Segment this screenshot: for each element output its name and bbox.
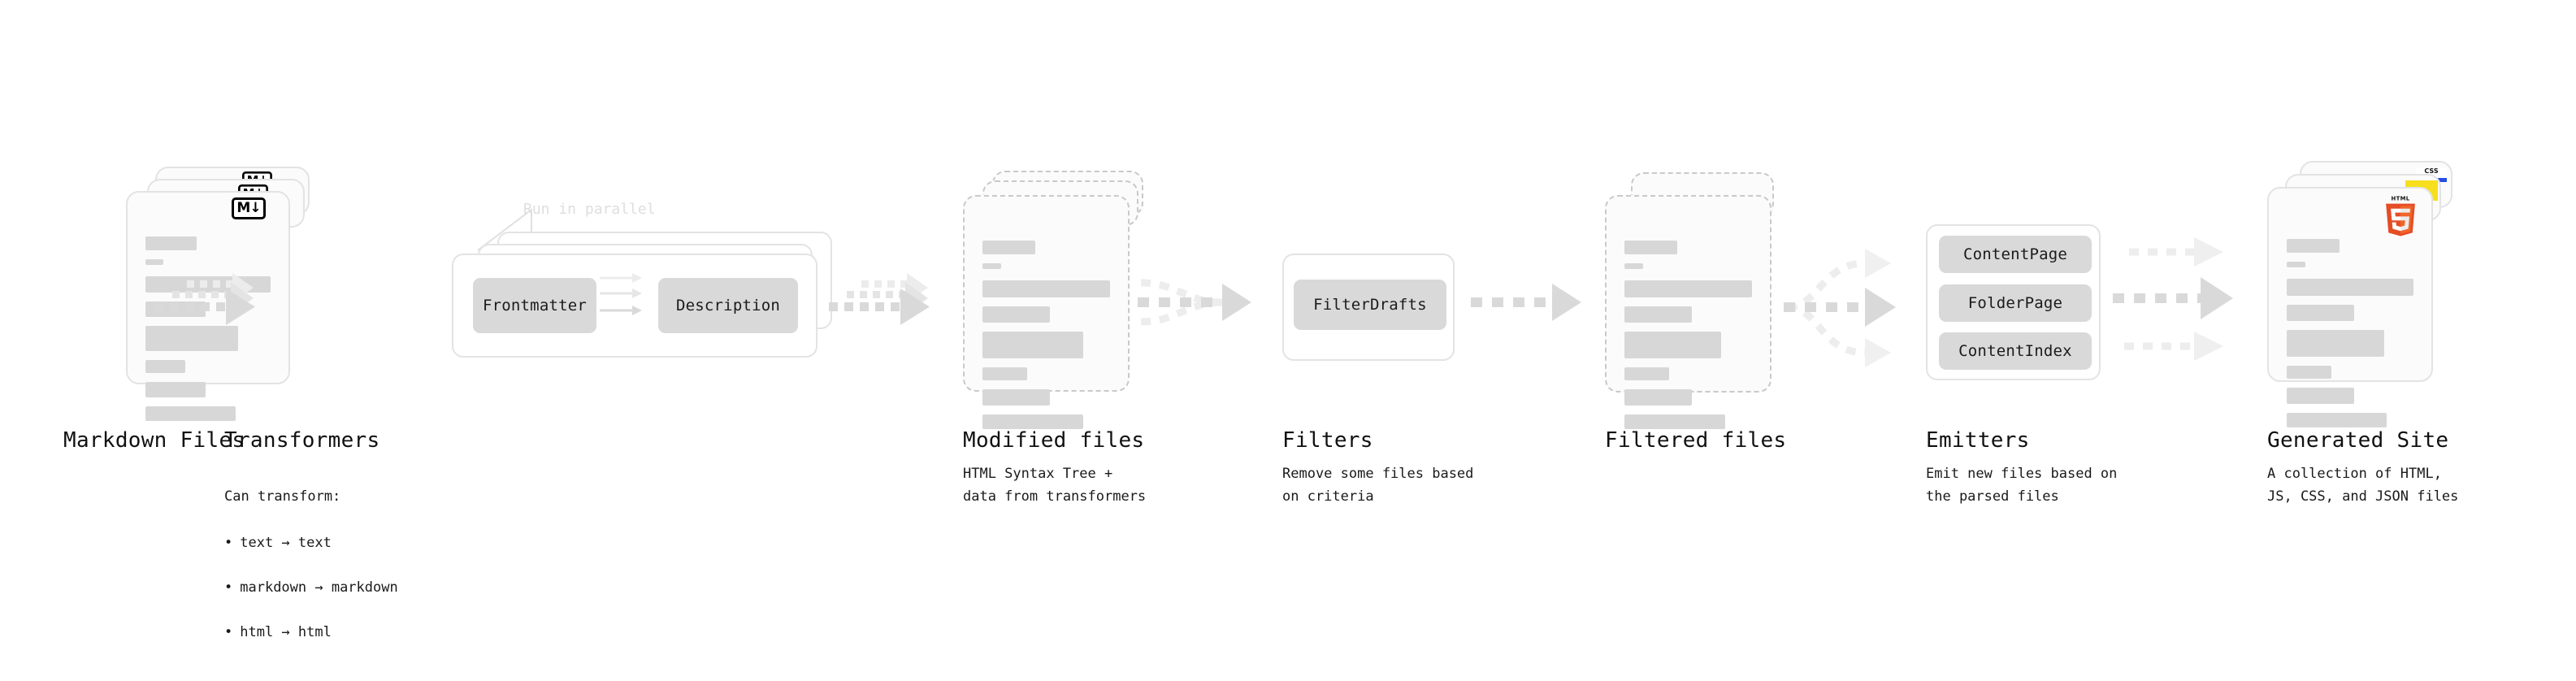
transformer-inner-arrows — [600, 273, 642, 315]
markdown-card-front — [126, 191, 290, 421]
pill-description[interactable]: Description — [658, 278, 798, 333]
transformer-box-front: Frontmatter Description — [452, 254, 817, 358]
markdown-icon-front: M↓ — [232, 197, 266, 219]
page-title-filtered-files: Filtered files — [1605, 428, 1787, 453]
page-title-filters: Filters — [1282, 428, 1373, 453]
svg-text:HTML: HTML — [2392, 195, 2410, 202]
pill-frontmatter[interactable]: Frontmatter — [473, 278, 596, 333]
page-title-modified-files: Modified files — [963, 428, 1145, 453]
bullet-markdown: markdown → markdown — [224, 577, 397, 600]
generated-site-stack: CSS HTML — [2267, 161, 2470, 427]
run-in-parallel-leader — [477, 207, 532, 251]
generated-site-subtitle: A collection of HTML, JS, CSS, and JSON … — [2267, 466, 2459, 505]
filters-box: FilterDrafts — [1282, 254, 1455, 361]
connector-modified-to-filters — [1138, 279, 1251, 326]
connector-transformers-to-modified — [829, 273, 930, 325]
filtered-files-stack — [1605, 172, 1792, 429]
html5-icon: HTML — [2386, 195, 2415, 236]
connector-emitters-to-site — [2113, 237, 2233, 361]
page-title-markdown: Markdown Files — [63, 428, 245, 453]
filtered-placeholder-lines — [1624, 241, 1752, 438]
emitters-subtitle: Emit new files based on the parsed files — [1926, 466, 2118, 505]
connector-filters-to-filtered — [1471, 284, 1581, 321]
bullet-html: html → html — [224, 622, 398, 644]
modified-placeholder-lines — [982, 241, 1110, 438]
page-title-emitters: Emitters — [1926, 428, 2030, 453]
modified-files-subtitle: HTML Syntax Tree + data from transformer… — [963, 466, 1147, 505]
modified-files-stack — [963, 171, 1150, 429]
modified-card-front — [963, 195, 1130, 429]
page-title-generated-site: Generated Site — [2267, 428, 2449, 453]
connector-markdown-to-transformers — [154, 273, 255, 325]
pill-contentpage[interactable]: ContentPage — [1939, 236, 2092, 273]
connector-filtered-to-emitters — [1784, 249, 1896, 367]
run-in-parallel-note: Run in parallel — [523, 201, 656, 218]
generated-card-html — [2267, 187, 2433, 427]
markdown-files-stack: M↓ M↓ M↓ — [126, 167, 313, 421]
filtered-card-front — [1605, 195, 1772, 429]
pill-filterdrafts[interactable]: FilterDrafts — [1294, 280, 1446, 330]
transformers-bullet-list: text → text markdown → markdown html → h… — [224, 510, 398, 666]
transformers-subtitle-text: Can transform: — [224, 488, 341, 505]
bullet-text: text → text — [224, 532, 398, 555]
page-title-transformers: Transformers — [224, 428, 380, 453]
generated-placeholder-lines — [2287, 239, 2413, 436]
transformers-subtitle: Can transform: text → text markdown → ma… — [224, 463, 398, 681]
pill-folderpage[interactable]: FolderPage — [1939, 284, 2092, 322]
pill-contentindex[interactable]: ContentIndex — [1939, 332, 2092, 370]
filters-subtitle: Remove some files based on criteria — [1282, 466, 1474, 505]
emitters-box: ContentPage FolderPage ContentIndex — [1926, 224, 2101, 380]
